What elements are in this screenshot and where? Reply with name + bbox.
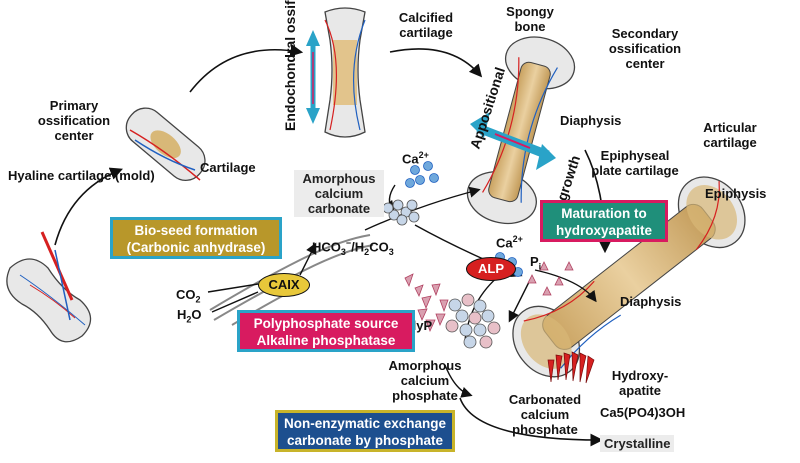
bicarbonate-label: HCO3−/H2CO3: [312, 238, 394, 257]
diaphysis-top-label: Diaphysis: [560, 113, 622, 128]
amorphous-phosphate-cluster: [445, 293, 501, 349]
hydroxyapatite-label: Hydroxy-apatite: [611, 368, 669, 398]
ca-ion-label: Ca2+: [402, 150, 429, 167]
appositional-bone: [466, 36, 576, 225]
maturation-box: Maturation to hydroxyapatite: [540, 200, 668, 242]
caix-enzyme-badge: CAIX: [258, 273, 310, 297]
ca-ion-label-lower: Ca2+: [496, 234, 523, 251]
phosphate-ions: [527, 261, 574, 296]
calcified-cartilage-label: Calcified cartilage: [398, 10, 454, 40]
alp-enzyme-badge: ALP: [466, 257, 516, 281]
hydroxyapatite-formula: Ca5(PO4)3OH: [600, 405, 686, 420]
nonenzymatic-box: Non-enzymatic exchange carbonate by phos…: [275, 410, 455, 452]
hyaline-cartilage-bone: [6, 258, 92, 343]
vessel-red: [40, 231, 74, 301]
articular-cartilage-label: Articular cartilage: [703, 120, 757, 150]
diaphysis-right-label: Diaphysis: [620, 294, 682, 309]
nonenzymatic-line-2: carbonate by phosphate: [286, 433, 444, 448]
crystalline-label: Crystalline: [600, 435, 675, 452]
secondary-ossification-label: Secondary ossification center: [608, 26, 682, 71]
maturation-line-1: Maturation to: [561, 206, 647, 221]
maturation-line-2: hydroxyapatite: [555, 223, 653, 238]
polyphosphate-line-2: Alkaline phosphatase: [256, 333, 396, 348]
primary-ossification-label: Primary ossification center: [37, 98, 111, 143]
polyp-chain: [404, 273, 449, 333]
nonenzymatic-line-1: Non-enzymatic exchange: [283, 416, 447, 431]
amorphous-carbonate-label: Amorphous calcium carbonate: [294, 170, 384, 217]
appositional-growth-arrow: [470, 112, 556, 170]
carbonated-phosphate-label: Carbonated calcium phosphate: [508, 392, 582, 437]
endochondral-label: Endochondral ossification: [282, 0, 298, 131]
co2-label: CO2: [176, 287, 201, 305]
bioseed-line-2: (Carbonic anhydrase): [126, 240, 266, 255]
cartilage-label: Cartilage: [200, 160, 256, 175]
epiphysis-label: Epiphysis: [705, 186, 767, 201]
bioseed-line-1: Bio-seed formation: [134, 223, 258, 238]
hyaline-cartilage-label: Hyaline cartilage (mold): [8, 168, 155, 183]
amorphous-phosphate-label: Amorphous calcium phosphate: [388, 358, 462, 403]
mature-bone: [512, 176, 746, 378]
bioseed-formation-box: Bio-seed formation (Carbonic anhydrase): [110, 217, 282, 259]
polyphosphate-line-1: Polyphosphate source: [253, 316, 399, 331]
pi-label: Pi: [530, 254, 542, 272]
endochondral-bone: [324, 7, 366, 138]
h2o-label: H2O: [177, 307, 202, 325]
hydroxyapatite-crystal: [547, 351, 595, 384]
epiphyseal-plate-label: Epiphyseal plate cartilage: [591, 148, 679, 178]
polyphosphate-box: Polyphosphate source Alkaline phosphatas…: [237, 310, 415, 352]
primary-ossification-bone: [125, 107, 206, 182]
amorphous-carbonate-cluster: [382, 199, 420, 226]
spongy-bone-label: Spongy bone: [506, 4, 554, 34]
